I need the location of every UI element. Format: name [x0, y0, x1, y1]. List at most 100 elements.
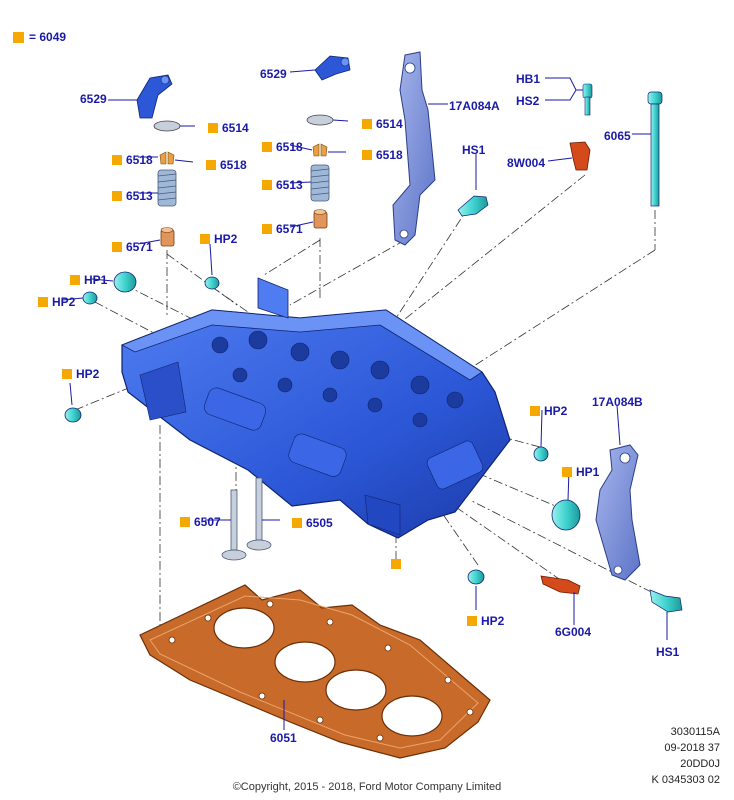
part-label-seal-right: 6571: [262, 222, 303, 236]
valve-keepers-right: [312, 143, 328, 157]
part-label-keeper-right-b: 6518: [362, 148, 403, 162]
part-number-text: 17A084B: [592, 395, 643, 409]
part-label-bracket-bottom: 17A084B: [592, 395, 643, 409]
part-number-text: 6571: [126, 240, 153, 254]
orange-square-icon: [562, 467, 572, 477]
part-label-spring-left: 6513: [112, 189, 153, 203]
orange-square-icon: [62, 369, 72, 379]
plug-hp2-left: [82, 291, 98, 305]
plug-hp2-top: [204, 276, 220, 290]
part-number-text: 8W004: [507, 156, 546, 170]
part-label-valve-exhaust: 6505: [292, 516, 333, 530]
part-number-text: HP1: [84, 273, 108, 287]
part-number-text: 6529: [80, 92, 107, 106]
part-number-text: HP1: [576, 465, 600, 479]
cylinder-head: [121, 277, 511, 539]
spring-retainer-right: [306, 114, 334, 126]
orange-square-icon: [362, 119, 372, 129]
orange-square-icon: [206, 160, 216, 170]
valve-spring-right: [310, 164, 330, 202]
copyright-notice: ©Copyright, 2015 - 2018, Ford Motor Comp…: [232, 781, 502, 793]
part-label-head-bolt: 6065: [604, 129, 631, 143]
part-number-text: 6507: [194, 515, 221, 529]
orange-square-icon: [467, 616, 477, 626]
part-number-text: 6065: [604, 129, 631, 143]
part-number-text: 6514: [222, 121, 249, 135]
orange-square-icon: [391, 559, 401, 569]
bracket-lower: [595, 444, 641, 581]
part-number-text: HS1: [656, 645, 680, 659]
rocker-arm-right: [314, 55, 351, 81]
part-number-text: 6G004: [555, 625, 592, 639]
head-bolt-6065: [647, 91, 663, 207]
plug-hp1-right: [551, 499, 581, 531]
revision-date: 09-2018 37: [664, 742, 720, 754]
part-label-bolt-hs1-bottom: HS1: [656, 645, 679, 659]
sensor-8w004: [569, 141, 591, 171]
part-label-bolt-hs2: HS2: [516, 94, 539, 108]
part-label-plug-hp2-d: HP2: [530, 404, 567, 418]
part-label-spring-right: 6513: [262, 178, 303, 192]
part-label-sensor-bottom: 6G004: [555, 625, 591, 639]
legend-label: = 6049: [29, 30, 67, 44]
part-number-text: HP2: [544, 404, 568, 418]
orange-square-icon: [70, 275, 80, 285]
part-label-bolt-hb1: HB1: [516, 72, 540, 86]
part-number-text: HS1: [462, 143, 486, 157]
part-label-rocker-left: 6529: [80, 92, 107, 106]
plug-hp2-left-low: [64, 407, 82, 423]
part-number-text: 6513: [276, 178, 303, 192]
part-label-valve-intake: 6507: [180, 515, 221, 529]
bolt-hs1-upper: [457, 195, 489, 217]
sensor-6g004: [540, 575, 581, 595]
orange-square-icon: [112, 155, 122, 165]
orange-square-icon: [112, 242, 122, 252]
part-label-plug-hp2-e: HP2: [467, 614, 504, 628]
part-label-bolt-hs1-top: HS1: [462, 143, 485, 157]
part-label-keeper-left-b: 6518: [206, 158, 247, 172]
part-label-plug-hp2-a: HP2: [200, 232, 237, 246]
part-number-text: HP2: [76, 367, 100, 381]
plug-hp2-right: [533, 446, 549, 462]
part-label-sensor-top: 8W004: [507, 156, 545, 170]
part-number-text: 6571: [276, 222, 303, 236]
part-label-retainer-left: 6514: [208, 121, 249, 135]
orange-square-icon: [112, 191, 122, 201]
part-number-text: 6518: [376, 148, 403, 162]
orange-square-icon: [292, 518, 302, 528]
part-label-keeper-left-a: 6518: [112, 153, 153, 167]
part-number-text: HP2: [214, 232, 238, 246]
orange-square-icon: [362, 150, 372, 160]
part-label-plug-hp2-c: HP2: [62, 367, 99, 381]
part-number-text: 6051: [270, 731, 297, 745]
orange-square-icon: [262, 142, 272, 152]
part-number-text: 6518: [220, 158, 247, 172]
part-label-plug-hp1-b: HP1: [562, 465, 599, 479]
bolt-hs1-lower: [649, 589, 683, 613]
head-gasket: [139, 584, 491, 759]
plug-hp2-bottom: [467, 569, 485, 585]
orange-square-icon: [208, 123, 218, 133]
part-number-text: 6529: [260, 67, 287, 81]
part-label-keeper-right-a: 6518: [262, 140, 303, 154]
part-number-text: HB1: [516, 72, 541, 86]
part-label-gasket: 6051: [270, 731, 297, 745]
model-code: 20DD0J: [680, 758, 720, 770]
part-number-text: 17A084A: [449, 99, 500, 113]
valve-stem-seal-right: [313, 209, 328, 229]
valve-spring-left: [157, 169, 177, 207]
orange-square-icon: [262, 224, 272, 234]
orange-square-icon: [180, 517, 190, 527]
valve-keepers-left: [159, 151, 175, 165]
part-number-text: 6518: [276, 140, 303, 154]
valve-intake: [221, 489, 247, 561]
orange-square-icon: [262, 180, 272, 190]
part-label-retainer-right: 6514: [362, 117, 403, 131]
part-number-text: 6513: [126, 189, 153, 203]
rocker-arm-left: [136, 74, 173, 119]
orange-square-icon: [530, 406, 540, 416]
spring-retainer-left: [153, 120, 181, 132]
part-number-text: HP2: [481, 614, 505, 628]
reference-code: 3030115A: [670, 726, 720, 738]
